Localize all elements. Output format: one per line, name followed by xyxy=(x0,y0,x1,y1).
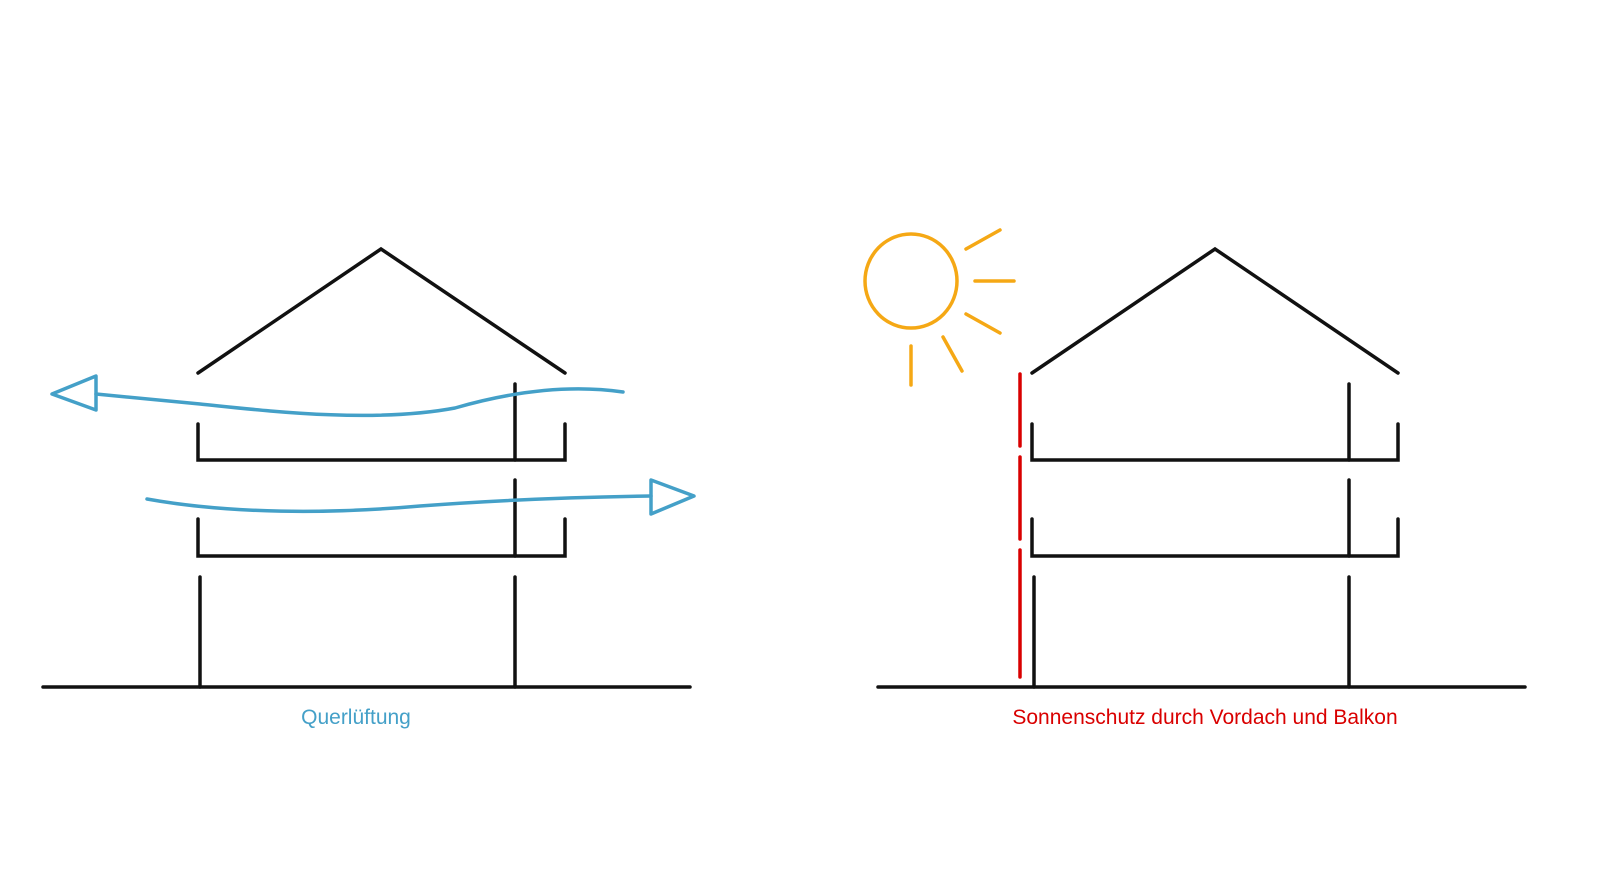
upper-floor-slab xyxy=(1030,422,1400,462)
airflow-arrow-right xyxy=(145,494,653,514)
caption-cross-ventilation: Querlüftung xyxy=(301,706,411,729)
house-left xyxy=(41,246,696,689)
arrowhead-right-icon xyxy=(649,478,696,516)
house-right xyxy=(876,246,1527,689)
upper-floor-slab xyxy=(196,422,567,462)
middle-floor-slab xyxy=(196,517,567,558)
middle-floor-slab xyxy=(1030,517,1400,558)
airflow-arrow-left xyxy=(94,387,625,418)
arrowhead-left-icon xyxy=(50,374,98,412)
roof xyxy=(1030,246,1400,375)
sun-icon xyxy=(863,228,1016,387)
roof xyxy=(196,246,567,375)
caption-sun-protection: Sonnenschutz durch Vordach und Balkon xyxy=(1012,706,1398,729)
